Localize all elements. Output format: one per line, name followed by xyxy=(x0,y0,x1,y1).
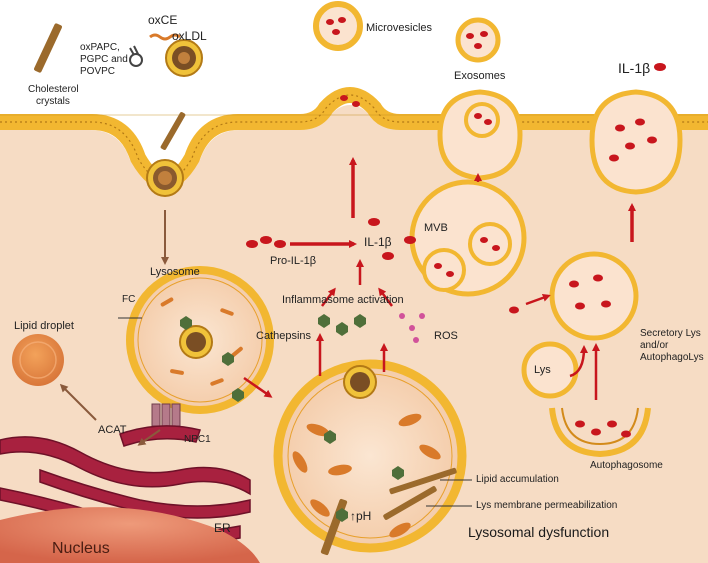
leader-lines xyxy=(118,317,472,507)
arrows-brown xyxy=(59,210,169,446)
label-oxce: oxCE xyxy=(148,13,178,27)
dysfunctional-lysosome xyxy=(273,359,467,556)
oxldl-icon xyxy=(165,39,203,77)
label-cholesterol-1: Cholesterol xyxy=(28,84,79,95)
il1b-free xyxy=(509,306,519,314)
il1b-mid xyxy=(368,218,416,260)
label-inflammasome: Inflammasome activation xyxy=(282,294,404,306)
lysosome xyxy=(126,266,274,414)
label-pro-il1b: Pro-IL-1β xyxy=(270,255,317,267)
label-fc: FC xyxy=(122,294,136,305)
label-npc1: NPC1 xyxy=(184,434,211,445)
exosome xyxy=(455,17,501,63)
arrows-red xyxy=(243,157,636,400)
label-autophagosome: Autophagosome xyxy=(590,460,663,471)
label-povpc: POVPC xyxy=(80,66,116,77)
endocytic-vesicle xyxy=(146,159,184,197)
label-ros: ROS xyxy=(434,330,458,342)
label-ph: ↑pH xyxy=(350,509,372,524)
cathepsins-icon xyxy=(318,314,366,336)
label-oxpapc: oxPAPC, xyxy=(80,42,120,53)
il1b-released xyxy=(654,63,666,71)
ph-up-arrow: ↑ xyxy=(350,509,356,523)
nucleus-shape xyxy=(0,507,260,563)
label-cholesterol-2: crystals xyxy=(36,96,70,107)
microvesicle xyxy=(313,1,363,51)
exosome-fusion xyxy=(437,89,523,181)
mvb xyxy=(409,179,527,297)
secretory-lysosome xyxy=(549,251,639,341)
lys-small xyxy=(521,341,579,399)
oxpapc-icon xyxy=(129,45,143,67)
budding-microvesicle-il1b xyxy=(340,95,360,107)
label-lipid-droplet: Lipid droplet xyxy=(14,320,74,332)
cholesterol-crystals-icon xyxy=(34,23,186,150)
label-exosomes: Exosomes xyxy=(454,70,506,82)
label-il1b-top: IL-1β xyxy=(618,60,651,76)
autophagosome xyxy=(549,407,651,458)
label-lys: Lys xyxy=(534,364,551,376)
plasma-membrane xyxy=(0,87,708,190)
label-nucleus: Nucleus xyxy=(52,540,110,557)
pro-il1b xyxy=(246,236,286,248)
label-cathepsins: Cathepsins xyxy=(256,330,312,342)
label-microvesicles: Microvesicles xyxy=(366,22,433,34)
label-lysosome: Lysosome xyxy=(150,266,200,278)
label-lys-perm: Lys membrane permeabilization xyxy=(476,500,618,511)
label-lipid-accumulation: Lipid accumulation xyxy=(476,474,559,485)
cytoplasm xyxy=(0,105,708,563)
label-acat: ACAT xyxy=(98,424,127,436)
npc1-icon xyxy=(151,403,181,427)
label-secretory-3: AutophagoLys xyxy=(640,352,704,363)
label-secretory-1: Secretory Lys xyxy=(640,328,701,339)
ros-icon xyxy=(399,313,425,343)
label-lysosomal-dysfunction: Lysosomal dysfunction xyxy=(468,524,610,540)
label-ph-text: pH xyxy=(356,509,372,523)
label-er: ER xyxy=(214,521,231,535)
label-oxldl: oxLDL xyxy=(172,29,207,43)
label-mvb: MVB xyxy=(424,222,448,234)
oxce-icon xyxy=(149,33,181,41)
label-pgpc: PGPC and xyxy=(80,54,128,65)
label-il1b-mid: IL-1β xyxy=(364,235,392,249)
lipid-droplet xyxy=(12,334,64,386)
label-secretory-2: and/or xyxy=(640,340,669,351)
il1b-release-vesicle xyxy=(589,89,683,195)
